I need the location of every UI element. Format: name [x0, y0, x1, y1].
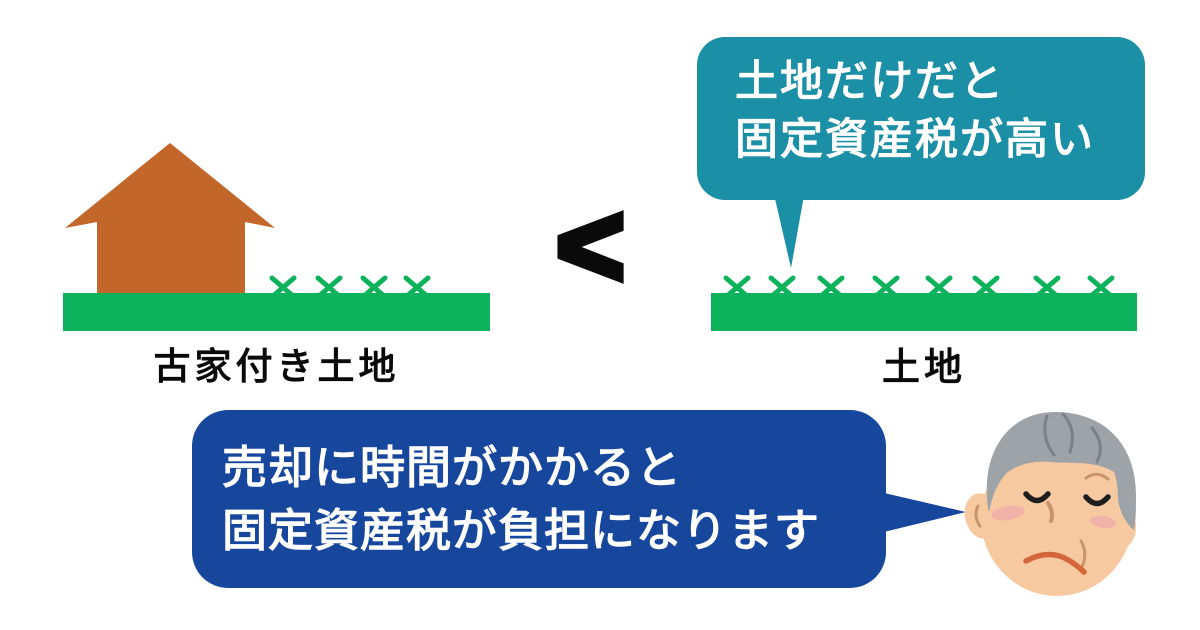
tax-high-line1: 土地だけだと: [735, 58, 1005, 106]
face: [981, 440, 1133, 596]
label-old-house-land: 古家付き土地: [153, 346, 400, 387]
frown-mouth: [1023, 551, 1087, 575]
tax-high-speech-bubble: 土地だけだと 固定資産税が高い: [697, 37, 1145, 200]
left-ear-line: [974, 504, 982, 528]
blue-bubble-tail: [880, 492, 966, 533]
hair-strands: [1043, 412, 1102, 464]
tax-high-line2: 固定資産税が高い: [735, 116, 1095, 164]
cheek-wrinkle: [1079, 539, 1087, 569]
right-blush: [1090, 515, 1116, 529]
tax-burden-line1: 売却に時間がかかると: [222, 442, 683, 493]
grass-tufts-left-icon: [269, 275, 431, 299]
tax-burden-line2: 固定資産税が負担になります: [222, 505, 821, 556]
label-land-only: 土地: [881, 347, 966, 389]
less-than-symbol: <: [553, 180, 629, 312]
left-blush: [991, 505, 1025, 521]
right-eye-closed: [1083, 494, 1111, 507]
right-land-strip: [711, 293, 1137, 331]
forehead-wrinkle: [1084, 472, 1110, 481]
tax-burden-speech-bubble: 売却に時間がかかると 固定資産税が負担になります: [192, 410, 886, 588]
teal-bubble-tail: [773, 190, 805, 268]
nose-line: [1046, 501, 1054, 523]
house-icon: [65, 143, 275, 293]
grass-tufts-right-icon: [723, 275, 1115, 299]
left-land-strip: [63, 293, 490, 331]
left-eye-closed: [1023, 491, 1051, 504]
worried-elderly-man-illustration: [964, 412, 1137, 596]
